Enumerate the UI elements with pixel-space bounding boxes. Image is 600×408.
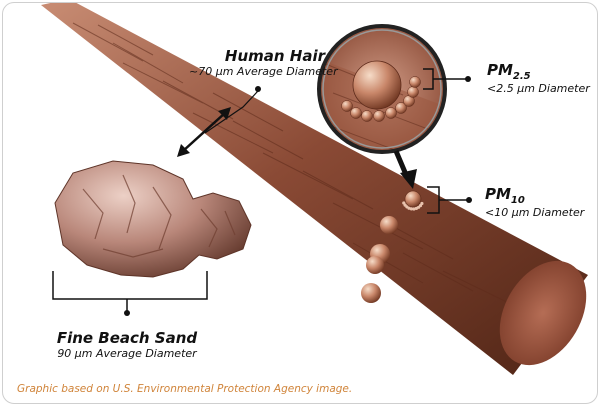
pm25-bead (373, 110, 385, 122)
hair-strand (41, 3, 588, 375)
human-hair-label: Human Hair ~70 µm Average Diameter (189, 47, 338, 78)
pm10-particle-magnified (352, 60, 402, 110)
pm25-bead (350, 107, 362, 119)
pm10-surface-bead (414, 206, 418, 210)
human-hair-title: Human Hair (224, 47, 325, 65)
pm10-pointer-dot (466, 197, 472, 203)
pm25-bead (341, 100, 353, 112)
pm25-bead (395, 102, 407, 114)
pm10-surface-bead (402, 201, 406, 205)
human-hair-subtitle: ~70 µm Average Diameter (189, 65, 338, 78)
pm25-title: PM2.5 (487, 61, 531, 82)
pm10-surface-bead (409, 207, 413, 211)
sand-title: Fine Beach Sand (56, 329, 198, 347)
zoom-arrow (393, 150, 417, 189)
sand-pointer-dot (124, 310, 130, 316)
sand-grain (54, 160, 252, 278)
sand-label: Fine Beach Sand 90 µm Average Diameter (55, 329, 199, 360)
pm10-particle (402, 190, 424, 211)
pm10-surface-bead (412, 207, 416, 211)
pm10-label: PM10 <10 µm Diameter (485, 185, 584, 219)
particle-size-illustration (41, 3, 588, 375)
pm10-subtitle: <10 µm Diameter (485, 206, 585, 219)
pm25-subtitle: <2.5 µm Diameter (487, 82, 590, 95)
illustration-frame: Human Hair ~70 µm Average Diameter PM2.5… (2, 2, 598, 404)
pm10-title: PM10 (485, 185, 525, 206)
pm25-particles-magnified (341, 76, 421, 122)
credit-caption: Graphic based on U.S. Environmental Prot… (17, 383, 353, 395)
hair-diameter-arrow (177, 86, 261, 157)
pm25-bead (407, 86, 419, 98)
pm25-pointer-dot (465, 76, 471, 82)
pm25-label: PM2.5 <2.5 µm Diameter (487, 61, 590, 95)
pm25-bead (361, 110, 373, 122)
pm25-bead (409, 76, 421, 88)
particle-trail (361, 216, 398, 303)
sand-bracket (52, 271, 208, 313)
pm25-bracket (423, 68, 468, 90)
pm25-bead (385, 107, 397, 119)
sand-subtitle: 90 µm Average Diameter (57, 347, 197, 360)
pm10-bracket (427, 186, 469, 214)
